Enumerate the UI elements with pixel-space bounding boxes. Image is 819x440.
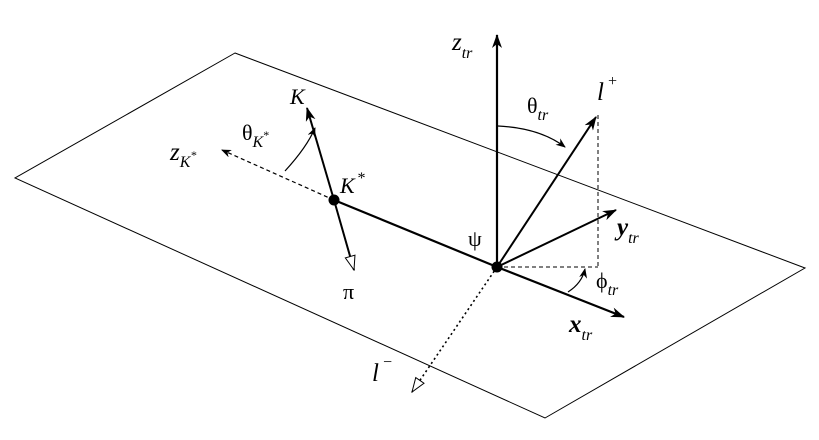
theta-tr-label: θtr: [527, 93, 549, 124]
z-kstar-axis-dashed: [221, 149, 335, 201]
l-plus-label: l+: [597, 73, 618, 106]
pi-label: π: [343, 279, 354, 304]
theta-kstar-label: θK*: [242, 120, 269, 151]
kstar-psi-line: [333, 198, 498, 269]
kstar-label: K*: [339, 170, 365, 198]
k-label: K: [289, 84, 306, 109]
kstar-vertex-dot: [328, 194, 340, 206]
phi-tr-label: ϕtr: [596, 268, 619, 299]
psi-vertex-dot: [491, 261, 503, 273]
y-tr-arrow: [496, 209, 617, 268]
reference-plane: [13, 52, 807, 419]
l-minus-label: l−: [372, 354, 393, 387]
l-minus-arrow: [412, 266, 498, 392]
x-tr-label: xtr: [568, 311, 593, 344]
phi-tr-arc: [567, 268, 588, 293]
psi-label: ψ: [468, 226, 482, 251]
l-plus-arrow: [496, 116, 597, 268]
x-tr-arrow: [496, 265, 625, 319]
k-arrow: [305, 107, 335, 201]
z-kstar-label: zK*: [169, 139, 196, 171]
pi-arrow: [333, 199, 354, 270]
theta-kstar-arc: [284, 127, 316, 172]
z-tr-label: ztr: [451, 29, 473, 62]
theta-tr-arc: [497, 125, 566, 148]
y-tr-label: ytr: [614, 214, 640, 247]
